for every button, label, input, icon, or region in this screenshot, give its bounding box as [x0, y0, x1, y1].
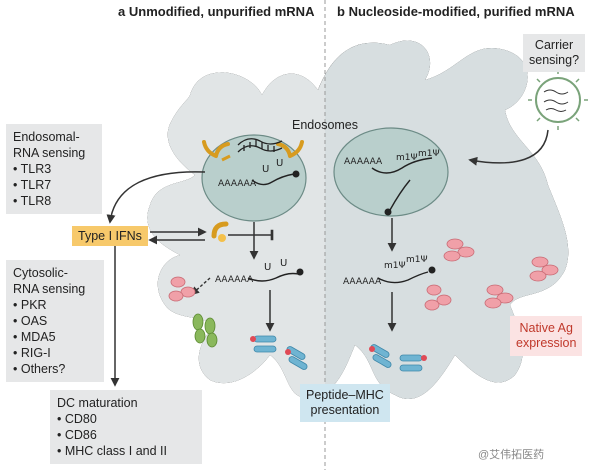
lipid-nanoparticle-icon [528, 70, 588, 130]
uridine-mark: U [264, 262, 271, 273]
mhc-icon [399, 354, 427, 372]
polyA-tail-label: AAAAAA [218, 179, 257, 189]
peptide-mhc-label: Peptide–MHC presentation [300, 384, 390, 422]
list-item: RIG-I [13, 345, 97, 361]
cytosolic-sensing-box: Cytosolic- RNA sensing PKR OAS MDA5 RIG-… [6, 260, 104, 382]
cytosolic-sensor-icon [211, 221, 229, 242]
panel-b-title: b Nucleoside-modified, purified mRNA [337, 4, 575, 19]
dc-heading: DC maturation [57, 396, 138, 410]
arrow-carrier-to-endosome [468, 129, 549, 166]
uridine-mark: U [276, 158, 283, 169]
antigen-icon [168, 276, 196, 302]
list-item: CD80 [57, 411, 195, 427]
mhc-icon [250, 335, 277, 353]
mhc-icon [285, 346, 308, 370]
psi-mark: m1Ψ [406, 255, 428, 265]
carrier-line-1: Carrier [534, 38, 574, 52]
polyA-tail-label: AAAAAA [343, 277, 382, 287]
native-line-1: Native Ag [519, 321, 573, 335]
peptide-line-1: Peptide–MHC [306, 388, 384, 402]
list-item: MDA5 [13, 329, 97, 345]
panel-a-letter: a [118, 4, 126, 19]
polyA-tail-label: AAAAAA [344, 157, 383, 167]
antigen-icon [529, 256, 559, 282]
list-item: MHC class I and II [57, 443, 195, 459]
mrna-icon [251, 170, 300, 186]
uridine-mark: U [280, 258, 287, 269]
psi-mark: m1Ψ [384, 261, 406, 271]
list-item: OAS [13, 313, 97, 329]
native-line-2: expression [516, 336, 577, 350]
type-i-ifns-label: Type I IFNs [72, 226, 148, 246]
tlr-receptor-icon [276, 140, 304, 158]
list-item: CD86 [57, 427, 195, 443]
list-item: TLR8 [13, 193, 95, 209]
watermark: @艾伟拓医药 [478, 449, 545, 461]
panel-b-letter: b [337, 4, 345, 19]
list-item: TLR7 [13, 177, 95, 193]
arrow-endosome-to-ifn [106, 171, 206, 224]
polyA-tail-label: AAAAAA [215, 275, 254, 285]
endosomes-label: Endosomes [292, 118, 359, 132]
cytosolic-heading-2: RNA sensing [13, 282, 86, 296]
native-ag-label: Native Ag expression [510, 316, 583, 356]
mhc-icon [369, 344, 392, 368]
dsrna-icon [237, 138, 283, 153]
endosomal-heading-2: RNA sensing [13, 146, 86, 160]
list-item: Others? [13, 361, 97, 377]
antigen-icon [443, 238, 475, 262]
panel-a-text: Unmodified, unpurified mRNA [128, 4, 315, 19]
carrier-line-2: sensing? [529, 53, 580, 67]
dc-maturation-box: DC maturation CD80 CD86 MHC class I and … [50, 390, 202, 464]
psi-mark: m1Ψ [396, 153, 418, 163]
cytosolic-modified-mrna-icon [377, 266, 436, 284]
carrier-sensing-label: Carrier sensing? [523, 34, 586, 72]
antigen-icon [484, 284, 514, 309]
list-item: PKR [13, 297, 97, 313]
cytosolic-heading-1: Cytosolic- [13, 266, 68, 280]
psi-mark: m1Ψ [418, 149, 440, 159]
list-item: TLR3 [13, 161, 95, 177]
uridine-mark: U [262, 164, 269, 175]
endosomal-sensing-box: Endosomal- RNA sensing TLR3 TLR7 TLR8 [6, 124, 102, 214]
panel-b-text: Nucleoside-modified, purified mRNA [348, 4, 575, 19]
pkr-sensor-icon [192, 313, 218, 348]
panel-a-title: a Unmodified, unpurified mRNA [118, 4, 314, 19]
modified-mrna-icon [371, 157, 433, 216]
tlr-receptor-icon [202, 140, 231, 162]
endosomal-heading-1: Endosomal- [13, 130, 80, 144]
peptide-line-2: presentation [310, 403, 380, 417]
cytosolic-mrna-icon [247, 268, 304, 282]
antigen-icon [424, 284, 452, 311]
